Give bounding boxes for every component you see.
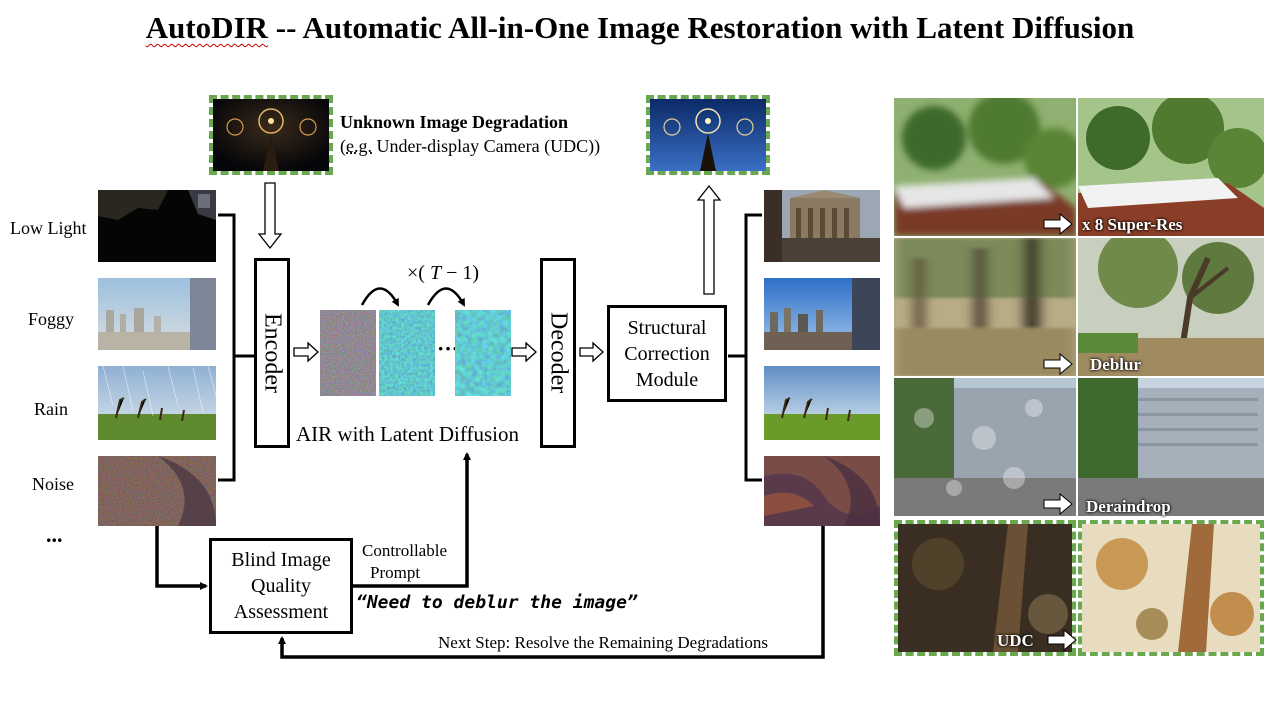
biqa-block: Blind Image Quality Assessment <box>209 538 353 634</box>
results-overlay-arrows <box>1043 212 1077 652</box>
controllable-line-2: Prompt <box>370 563 421 582</box>
latent-ellipsis: ··· <box>437 336 460 361</box>
hollow-arrow-up <box>696 184 722 295</box>
latent-noise-image <box>320 310 376 396</box>
eg-word: e.g. <box>346 136 372 156</box>
arrow-deraindrop <box>1043 492 1073 516</box>
decoder-block: Decoder <box>540 258 576 448</box>
arrow-biqa-to-air <box>352 452 471 588</box>
results-grid: x 8 Super-Res Deblur Deraindrop UDC <box>894 98 1264 656</box>
title-prefix: AutoDIR <box>145 10 269 45</box>
result-label-deblur: Deblur <box>1090 355 1141 374</box>
input-brace <box>218 213 254 482</box>
structural-correction-module: Structural Correction Module <box>607 305 727 402</box>
more-inputs-ellipsis: ... <box>46 522 63 547</box>
scm-line-1: Structural <box>627 316 707 339</box>
result-udc-input <box>894 520 1076 656</box>
restored-output-image <box>646 95 770 175</box>
controllable-prompt-label: Controllable Prompt <box>362 540 447 584</box>
encoder-label: Encoder <box>259 313 286 393</box>
hollow-arrow-encoder-latent <box>293 341 319 363</box>
times-t-minus-1: ×( T − 1) <box>407 262 479 285</box>
arrow-udc <box>1047 628 1077 652</box>
output-low-light-photo <box>764 190 880 262</box>
input-label-low-light: Low Light <box>10 218 87 238</box>
latent-final-image <box>455 310 511 396</box>
result-udc-output <box>1078 520 1264 656</box>
encoder-block: Encoder <box>254 258 290 448</box>
loop-arc-1 <box>360 287 400 307</box>
result-superres-input <box>894 98 1076 236</box>
arrow-deblur <box>1043 352 1073 376</box>
decoder-label: Decoder <box>545 312 572 394</box>
prompt-text: “Need to deblur the image” <box>356 592 638 613</box>
output-rain-photo <box>764 366 880 440</box>
hollow-arrow-decoder-scm <box>579 341 604 363</box>
unknown-input-image <box>209 95 333 175</box>
unknown-example: (e.g. Under-display Camera (UDC)) <box>340 136 600 157</box>
latent-step-image <box>379 310 435 396</box>
page-title: AutoDIR -- Automatic All-in-One Image Re… <box>0 10 1280 46</box>
result-label-deraindrop: Deraindrop <box>1086 497 1171 516</box>
output-noise-photo <box>764 456 880 526</box>
times-suffix: − 1) <box>441 262 480 284</box>
scm-line-3: Module <box>635 368 699 391</box>
title-rest: -- Automatic All-in-One Image Restoratio… <box>268 10 1135 45</box>
times-prefix: ×( <box>407 262 425 284</box>
controllable-line-1: Controllable <box>362 541 447 560</box>
hollow-arrow-latent-decoder <box>511 341 537 363</box>
biqa-line-3: Assessment <box>233 601 329 623</box>
arrow-noise-to-biqa <box>155 526 208 590</box>
hollow-arrow-down <box>257 182 283 250</box>
times-T: T <box>429 262 442 284</box>
result-label-udc: UDC <box>997 631 1034 650</box>
output-brace <box>728 213 762 482</box>
result-deraindrop-input <box>894 378 1076 516</box>
result-label-superres: x 8 Super-Res <box>1082 215 1183 234</box>
input-label-rain: Rain <box>34 399 68 419</box>
rainy-giraffes-photo <box>98 366 216 440</box>
scm-line-2: Correction <box>624 342 710 365</box>
input-label-foggy: Foggy <box>28 309 75 329</box>
unknown-heading: Unknown Image Degradation <box>340 112 569 132</box>
result-deblur-output <box>1078 238 1264 376</box>
result-deraindrop-output <box>1078 378 1264 516</box>
loop-arc-2 <box>426 287 466 307</box>
arrow-feedback-loop <box>278 526 825 659</box>
input-label-noise: Noise <box>32 474 74 494</box>
eg-rest: Under-display Camera (UDC)) <box>372 136 601 156</box>
next-step-label: Next Step: Resolve the Remaining Degrada… <box>438 633 769 652</box>
noisy-photo <box>98 456 216 526</box>
arrow-superres <box>1043 212 1073 236</box>
output-foggy-photo <box>764 278 880 350</box>
biqa-line-2: Quality <box>251 575 311 597</box>
air-label: AIR with Latent Diffusion <box>296 422 520 446</box>
biqa-line-1: Blind Image <box>231 549 331 571</box>
result-superres-output <box>1078 98 1264 236</box>
eg-prefix: ( <box>340 136 346 156</box>
foggy-city-photo <box>98 278 216 350</box>
low-light-photo <box>98 190 216 262</box>
